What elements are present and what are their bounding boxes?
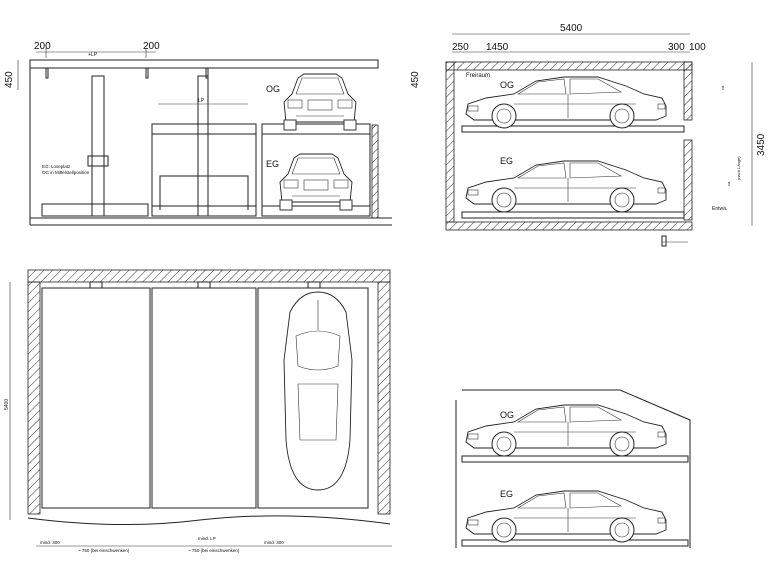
side-drain: Entwä. — [712, 206, 727, 212]
side-dim-3450: 3450 — [756, 133, 767, 156]
front-dim-top-mid: +LP — [88, 52, 98, 58]
side-dim-250: 250 — [452, 42, 469, 53]
front-note-line2: OG in Mittelstellposition — [42, 170, 90, 175]
plan-dim-e: mind. 300 — [264, 540, 284, 545]
side-small-c: ca. — [726, 181, 731, 186]
side-view-2: OG EG — [455, 389, 691, 548]
front-view: 200 200 +LP 450 EG: Loseplatz OG in Mitt… — [4, 41, 392, 226]
front-level-lower: EG — [266, 159, 279, 169]
plan-dim-b: ~ 750 (bei einschwenken) — [78, 548, 130, 553]
side-dim-total: 5400 — [560, 23, 583, 34]
side2-level-upper: OG — [500, 410, 514, 420]
front-dim-height: 450 — [4, 71, 15, 88]
plan-dim-a: mind. 300 — [40, 540, 60, 545]
plan-view: 5400 mind. 300 ~ 750 (bei einschwenken) … — [4, 269, 392, 553]
front-dim-left: 200 — [34, 41, 51, 52]
side-dim-450: 450 — [410, 71, 421, 88]
front-dim-right: 200 — [143, 41, 160, 52]
plan-dim-d: mind. LP — [198, 536, 216, 541]
side-label-free: Freiraum — [466, 73, 490, 79]
side-dim-100: 100 — [689, 42, 706, 53]
side-dim-1450: 1450 — [486, 42, 509, 53]
front-ceiling — [29, 59, 379, 69]
side-small-b: (nach Länge) — [736, 156, 741, 180]
side-small-a: ca. — [720, 85, 725, 90]
plan-dim-c: ~ 750 (bei einschwenken) — [188, 548, 240, 553]
plan-dim-depth: 5400 — [4, 399, 10, 410]
front-dim-lp: LP — [198, 98, 205, 104]
front-note-line1: EG: Loseplatz — [42, 164, 71, 169]
side-dim-300: 300 — [668, 42, 685, 53]
side-level-upper: OG — [500, 80, 514, 90]
side-view: 5400 250 1450 300 100 450 3450 ca. (nach… — [410, 23, 767, 247]
side-level-lower: EG — [500, 156, 513, 166]
front-level-upper: OG — [266, 84, 280, 94]
side2-level-lower: EG — [500, 489, 513, 499]
